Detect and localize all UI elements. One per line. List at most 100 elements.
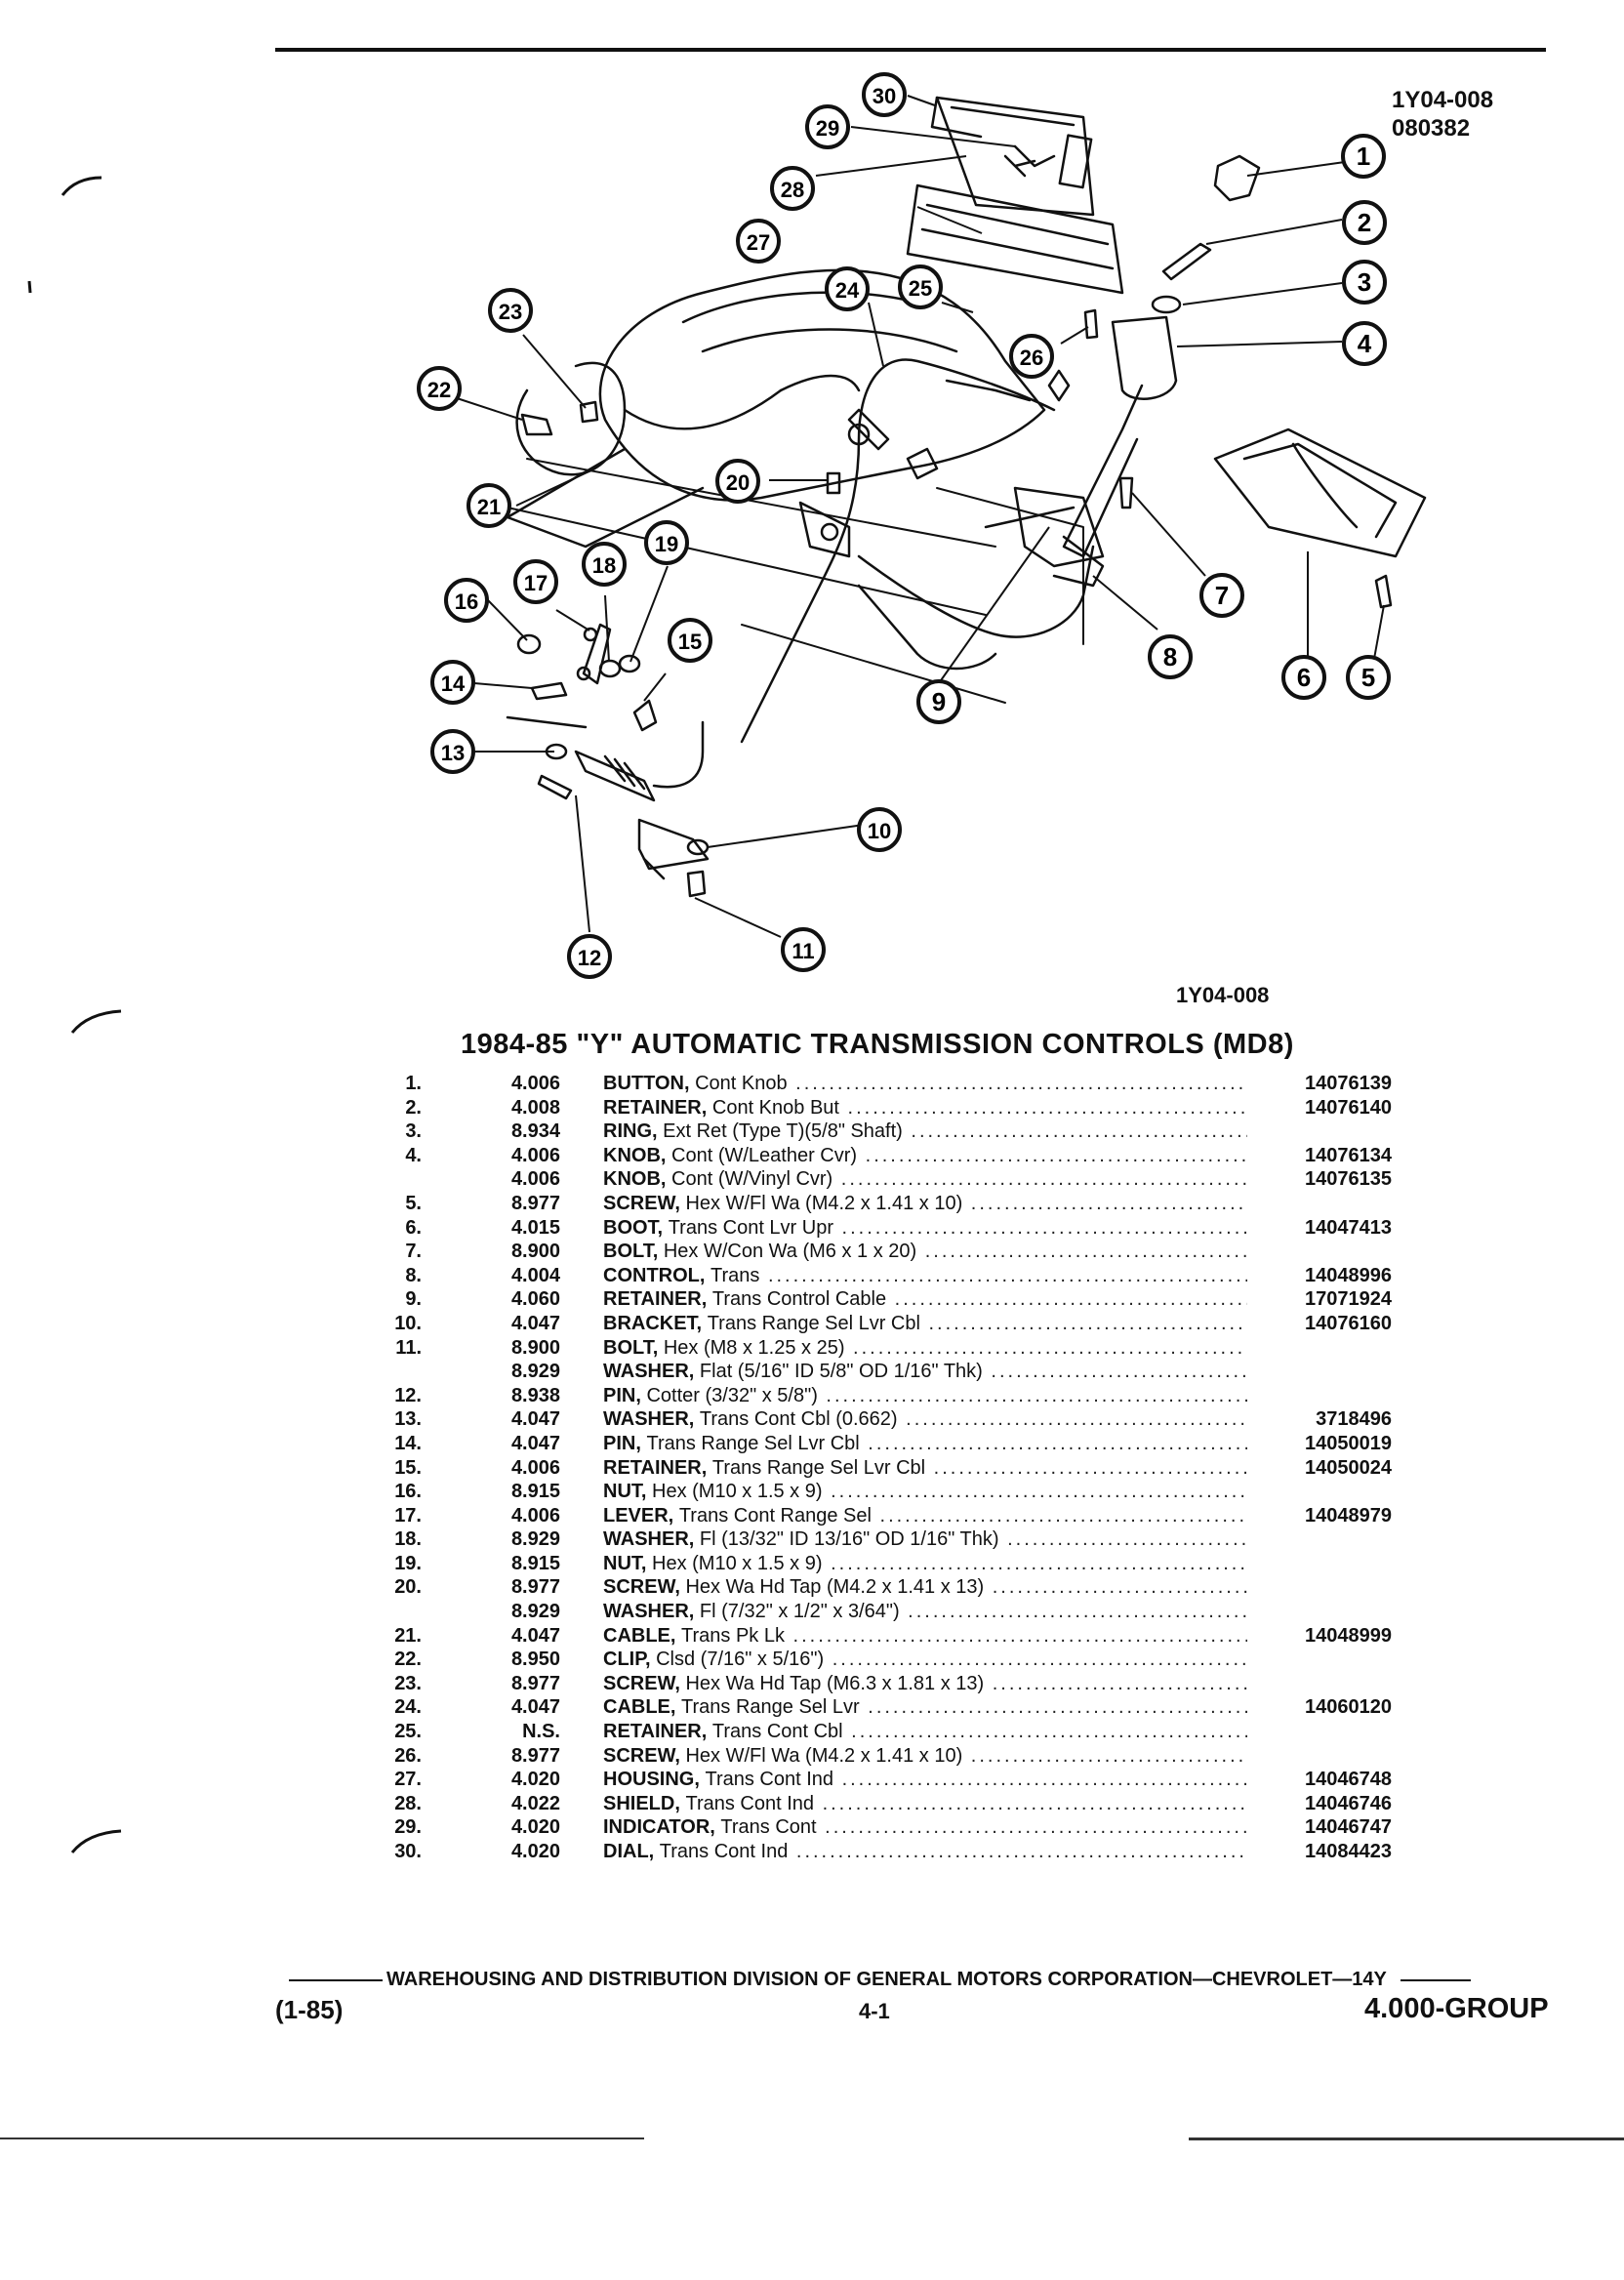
item-number: 7. [405, 1241, 422, 1263]
group-number: 4.047 [510, 1312, 560, 1334]
callout-25: 25 [898, 265, 943, 309]
item-number: 17. [394, 1504, 422, 1527]
callout-15: 15 [668, 618, 712, 663]
group-number: 8.977 [510, 1576, 560, 1599]
svg-text:16: 16 [455, 590, 478, 614]
leader-dots: ........................................… [911, 1120, 1247, 1143]
part-name: RETAINER, [603, 1721, 708, 1743]
leader-dots: ........................................… [991, 1361, 1247, 1383]
group-number: 4.060 [510, 1288, 560, 1311]
part-number: 14076160 [1305, 1312, 1392, 1334]
callout-16: 16 [444, 578, 489, 623]
part-number: 14076140 [1305, 1096, 1392, 1119]
leader-dots: ........................................… [1007, 1528, 1247, 1551]
svg-text:25: 25 [909, 276, 932, 301]
scan-mark [70, 1829, 122, 1853]
svg-text:13: 13 [441, 741, 465, 765]
clip-and-screw [520, 400, 599, 436]
svg-text:20: 20 [726, 470, 750, 495]
item-number: 20. [394, 1576, 422, 1599]
part-name: CONTROL, [603, 1264, 706, 1286]
item-number: 30. [394, 1841, 422, 1862]
callout-18: 18 [582, 542, 627, 587]
leader-dots: ........................................… [868, 1696, 1247, 1719]
leader-dots: ........................................… [853, 1336, 1247, 1359]
part-description: WASHER, Fl (13/32" ID 13/16" OD 1/16" Th… [603, 1527, 1247, 1552]
item-number: 24. [394, 1696, 422, 1719]
callout-19: 19 [644, 520, 689, 565]
callout-24: 24 [825, 266, 870, 311]
shift-lever [984, 315, 1178, 588]
callout-22: 22 [417, 366, 462, 411]
callout-14: 14 [430, 660, 475, 705]
group-number: N.S. [522, 1721, 560, 1743]
part-name: KNOB, [603, 1168, 667, 1191]
part-description: PIN, Cotter (3/32" x 5/8") .............… [603, 1384, 1247, 1408]
part-number: 14047413 [1305, 1216, 1392, 1239]
group-number: 8.915 [510, 1552, 560, 1574]
part-name: PIN, [603, 1384, 641, 1406]
part-detail: Trans Range Sel Lvr Cbl [707, 1312, 920, 1334]
callout-13: 13 [430, 729, 475, 774]
callout-4: 4 [1342, 321, 1387, 366]
group-number: 8.938 [510, 1384, 560, 1406]
part-detail: Hex (M10 x 1.5 x 9) [652, 1481, 823, 1503]
item-number: 18. [394, 1528, 422, 1551]
part-detail: Fl (7/32" x 1/2" x 3/64") [699, 1601, 900, 1623]
group-number: 8.950 [510, 1649, 560, 1671]
callout-29: 29 [805, 104, 850, 149]
part-number: 14048979 [1305, 1504, 1392, 1527]
group-number: 4.022 [510, 1792, 560, 1814]
part-name: SHIELD, [603, 1792, 680, 1814]
svg-text:2: 2 [1358, 208, 1371, 237]
part-number: 14076139 [1305, 1073, 1392, 1094]
svg-text:18: 18 [592, 553, 616, 578]
part-detail: Hex W/Fl Wa (M4.2 x 1.41 x 10) [685, 1744, 963, 1767]
part-detail: Trans Range Sel Lvr Cbl [646, 1432, 860, 1454]
part-detail: Hex Wa Hd Tap (M6.3 x 1.81 x 13) [685, 1672, 985, 1694]
part-description: NUT, Hex (M10 x 1.5 x 9) ...............… [603, 1480, 1247, 1504]
group-number: 8.929 [510, 1361, 560, 1383]
part-detail: Trans [710, 1264, 760, 1286]
footer-date: (1-85) [275, 1995, 344, 2024]
part-detail: Clsd (7/16" x 5/16") [656, 1649, 825, 1671]
callout-1: 1 [1341, 134, 1386, 179]
footer-group: 4.000-GROUP [1364, 1993, 1549, 2024]
part-number: 14048996 [1305, 1264, 1392, 1286]
callout-7: 7 [1199, 573, 1244, 618]
item-number: 16. [394, 1481, 422, 1503]
part-name: RING, [603, 1120, 658, 1143]
part-name: WASHER, [603, 1528, 695, 1551]
callout-11: 11 [781, 927, 826, 972]
group-number: 4.015 [510, 1216, 560, 1239]
part-description: RETAINER, Cont Knob But ................… [603, 1096, 1247, 1120]
callout-group: 1 2 3 4 5 6 7 8 9 10 11 12 13 14 15 16 1… [417, 72, 1391, 979]
part-number: 14046747 [1305, 1816, 1392, 1839]
group-number: 4.006 [510, 1168, 560, 1191]
part-name: LEVER, [603, 1504, 674, 1527]
part-name: PIN, [603, 1432, 641, 1454]
part-detail: Trans Cont Cbl (0.662) [699, 1408, 898, 1431]
range-select-lever [506, 623, 641, 729]
footer-rule-right [1400, 1978, 1471, 1981]
item-number: 8. [405, 1264, 422, 1286]
part-name: RETAINER, [603, 1096, 708, 1119]
part-description: RETAINER, Trans Cont Cbl ...............… [603, 1720, 1247, 1744]
section-title: 1984-85 "Y" AUTOMATIC TRANSMISSION CONTR… [461, 1029, 1294, 1060]
svg-text:7: 7 [1215, 581, 1229, 610]
callout-10: 10 [857, 807, 902, 852]
item-number: 9. [405, 1288, 422, 1311]
callout-5: 5 [1346, 655, 1391, 700]
part-detail: Hex W/Con Wa (M6 x 1 x 20) [663, 1241, 917, 1263]
